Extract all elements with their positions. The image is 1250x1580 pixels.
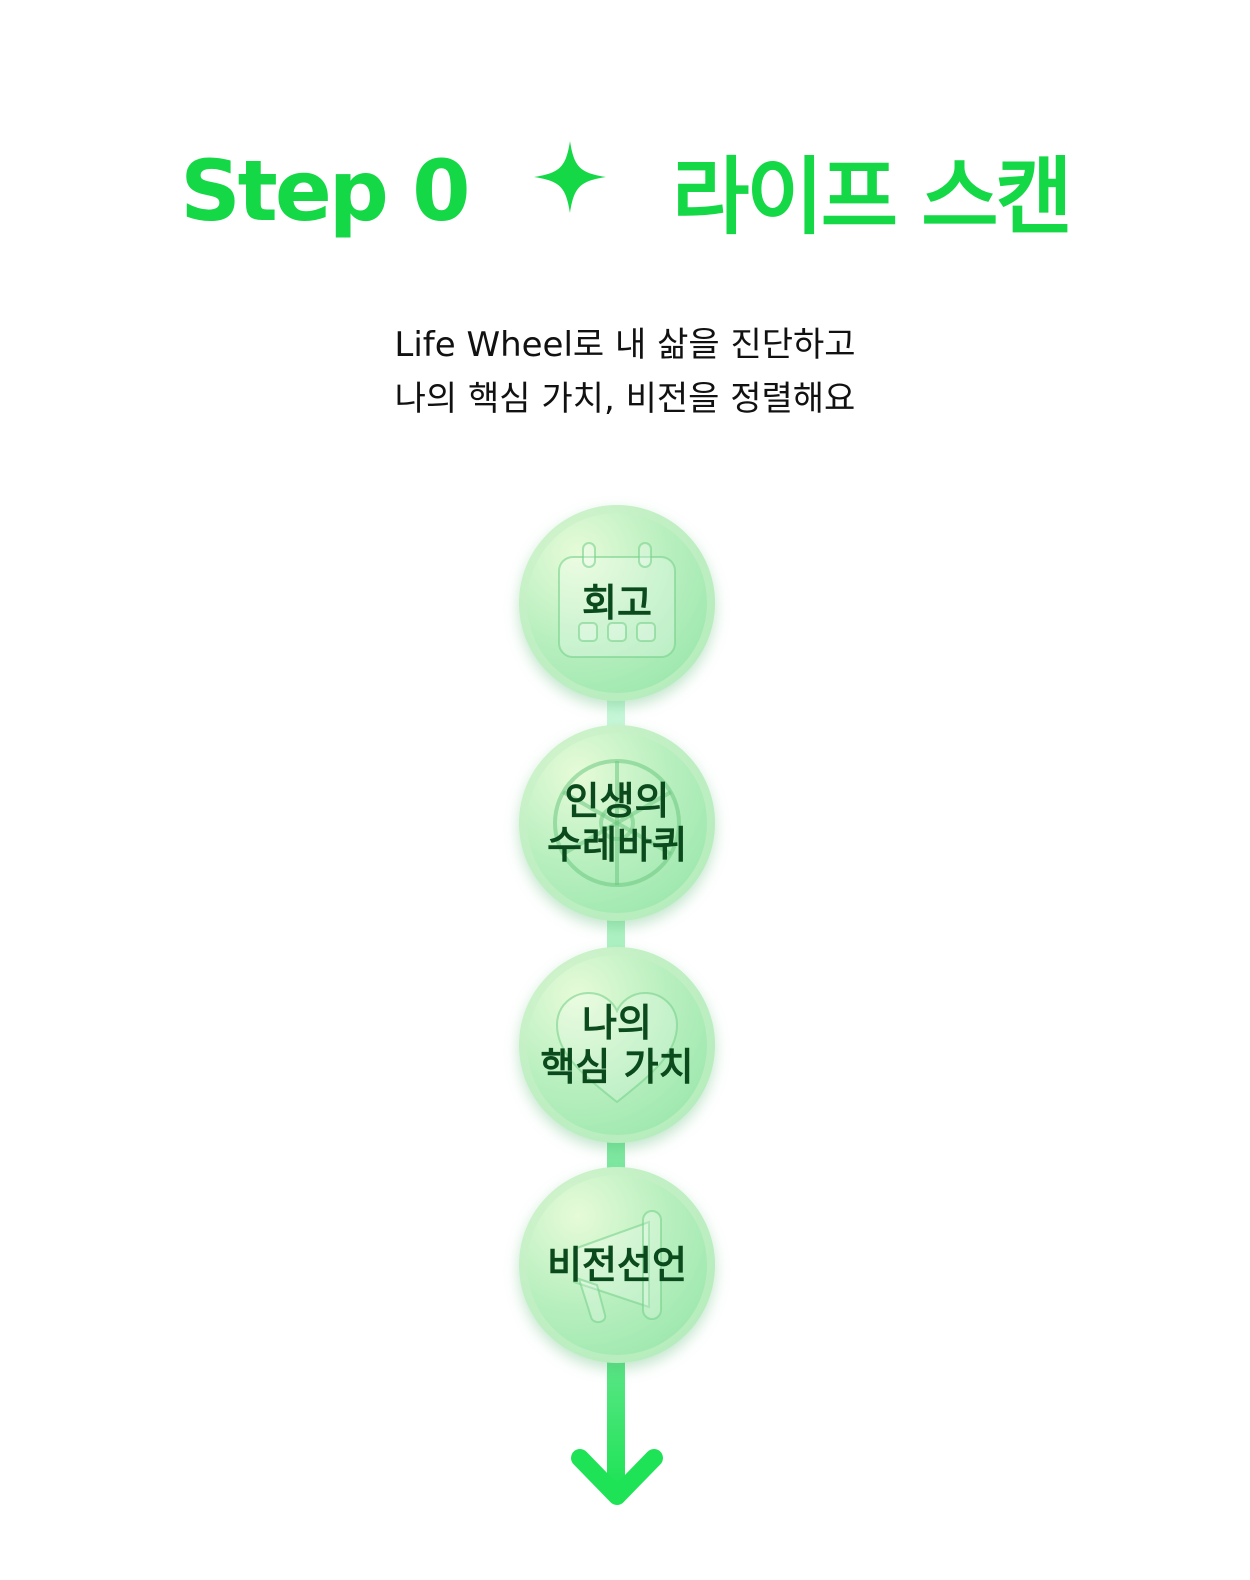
- wheel-icon: [553, 759, 681, 887]
- step-vision-statement[interactable]: 비전선언: [519, 1167, 715, 1363]
- step-retrospective[interactable]: 회고: [519, 505, 715, 701]
- step-label: 나의 핵심 가치: [540, 1001, 694, 1089]
- subtitle: Life Wheel로 내 삶을 진단하고 나의 핵심 가치, 비전을 정렬해요: [0, 318, 1250, 426]
- arrow-shaft: [607, 1357, 625, 1487]
- step-label: Step 0: [180, 141, 470, 240]
- heart-icon: [555, 991, 679, 1104]
- step-label: 인생의 수레바퀴: [547, 779, 687, 867]
- sparkle-icon: [533, 141, 606, 214]
- step-label: 회고: [582, 581, 652, 625]
- subtitle-line-2: 나의 핵심 가치, 비전을 정렬해요: [394, 379, 856, 419]
- step-label: 비전선언: [547, 1243, 687, 1287]
- calendar-icon: [558, 542, 676, 658]
- step-name: 라이프 스캔: [672, 148, 1073, 246]
- connector: [607, 915, 625, 955]
- step-life-wheel[interactable]: 인생의 수레바퀴: [519, 725, 715, 921]
- step-core-values[interactable]: 나의 핵심 가치: [519, 947, 715, 1143]
- page-title: Step 0 라이프 스캔: [0, 130, 1250, 251]
- arrow-down-icon: [571, 1449, 663, 1505]
- subtitle-line-1: Life Wheel로 내 삶을 진단하고: [394, 325, 856, 365]
- megaphone-icon: [573, 1210, 662, 1323]
